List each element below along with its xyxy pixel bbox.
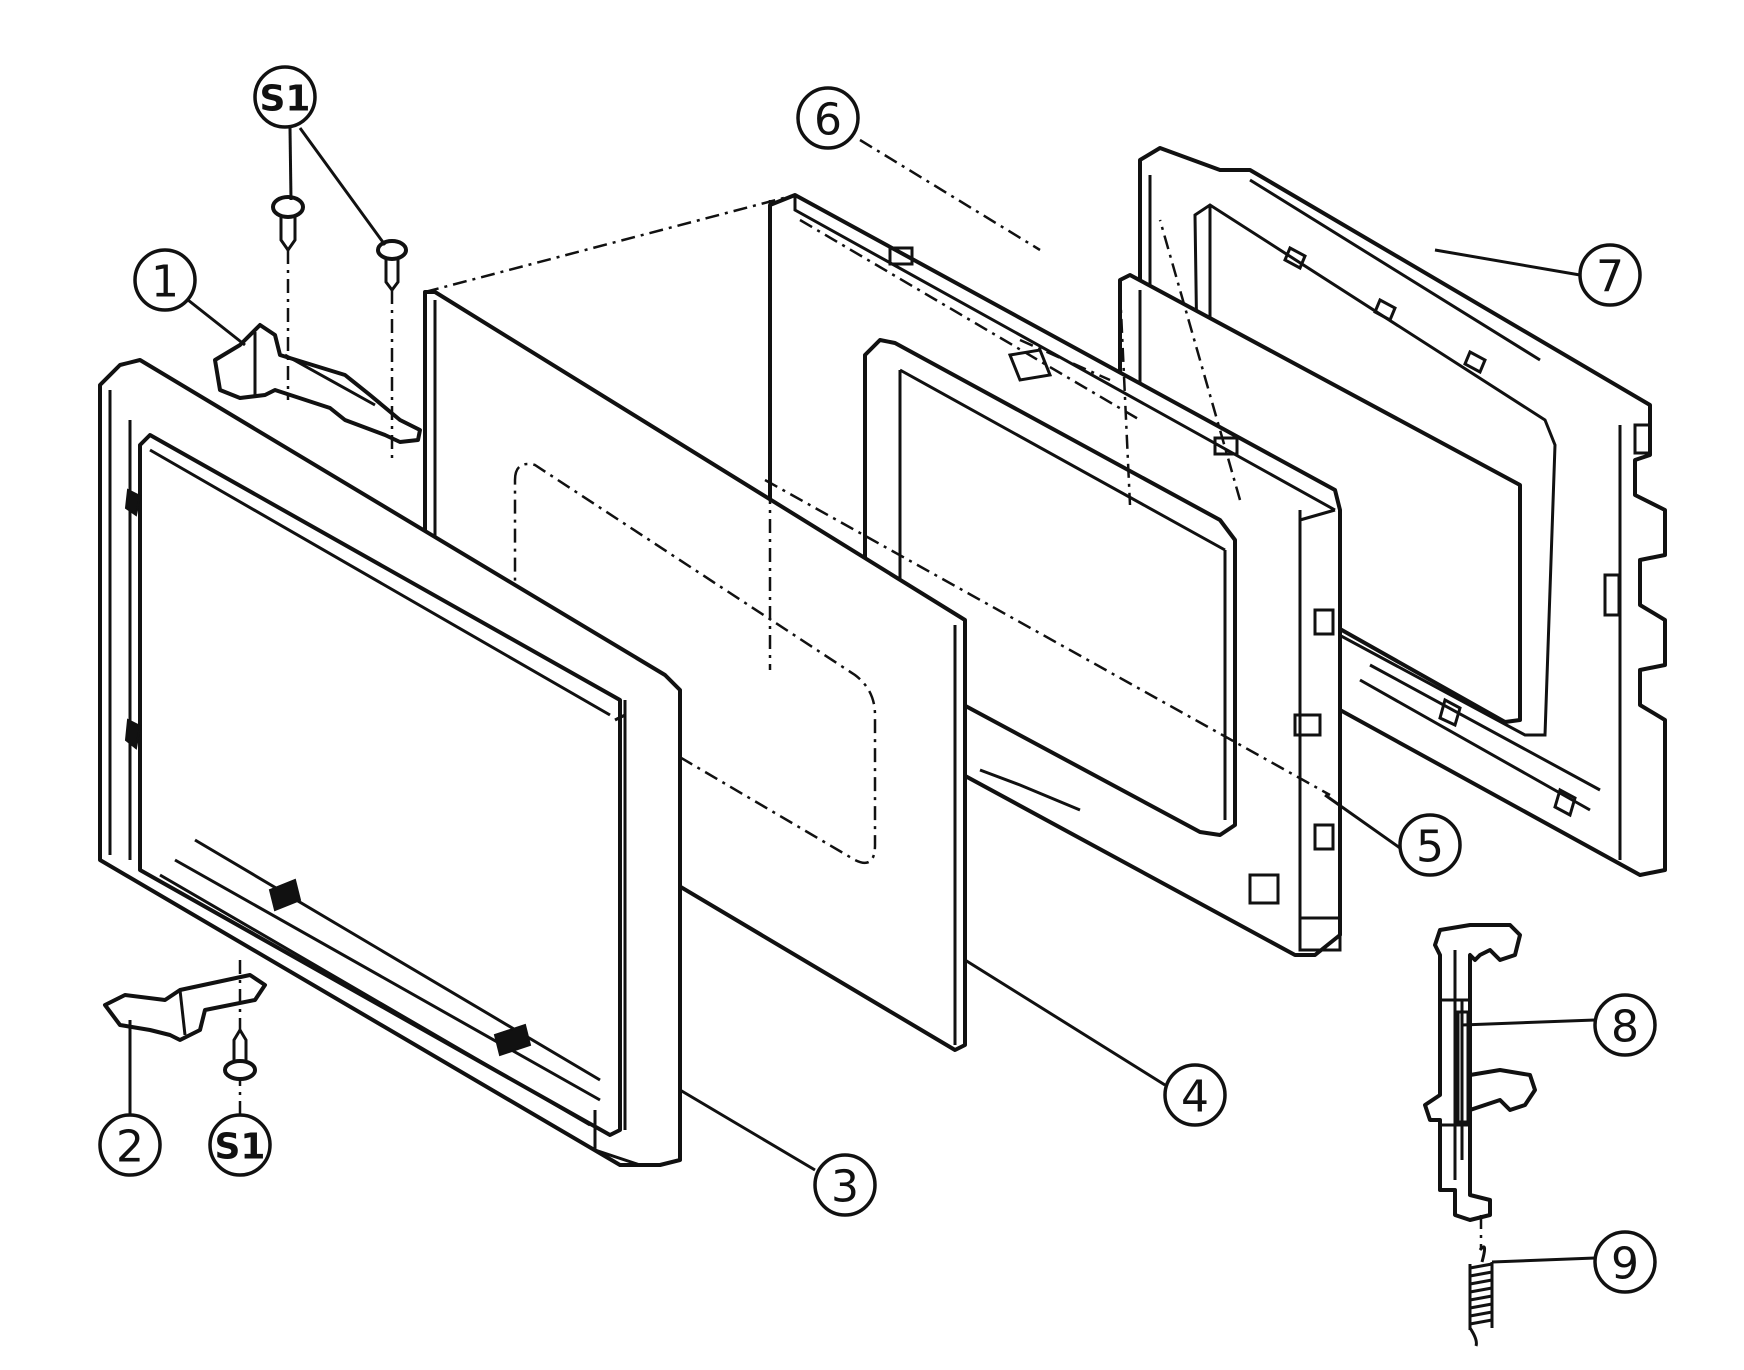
callout-3: 3 (813, 1153, 877, 1217)
callout-s1-bottom: S1 (208, 1113, 272, 1177)
callout-4: 4 (1163, 1063, 1227, 1127)
leader-lines (128, 127, 1596, 1264)
screw-s1-bottom (223, 960, 257, 1081)
svg-text:6: 6 (814, 95, 842, 146)
screw-s1-top-right (376, 239, 408, 460)
svg-text:5: 5 (1416, 822, 1444, 873)
callout-1: 1 (133, 248, 197, 312)
callout-6: 6 (796, 86, 860, 150)
svg-text:9: 9 (1611, 1239, 1639, 1290)
callout-2: 2 (98, 1113, 162, 1177)
callout-5: 5 (1398, 813, 1462, 877)
callout-9: 9 (1593, 1230, 1657, 1294)
part-9-spring (1468, 1215, 1494, 1347)
screw-s1-top-left (271, 195, 305, 400)
callout-s1-top: S1 (253, 65, 317, 129)
svg-text:S1: S1 (215, 1127, 266, 1168)
part-3-front-frame (98, 358, 682, 1167)
svg-text:4: 4 (1181, 1072, 1209, 1123)
svg-text:3: 3 (831, 1162, 859, 1213)
svg-text:2: 2 (116, 1122, 144, 1173)
callout-7: 7 (1578, 243, 1642, 307)
part-6-door-panel (768, 193, 1342, 957)
part-1-top-hinge (213, 323, 422, 444)
assembly-guide-lines (424, 193, 1331, 797)
svg-text:7: 7 (1596, 252, 1624, 303)
part-8-latch (1423, 923, 1537, 1222)
svg-text:S1: S1 (260, 79, 311, 120)
svg-text:8: 8 (1611, 1002, 1639, 1053)
part-2-bottom-hinge (103, 973, 267, 1042)
callout-8: 8 (1593, 993, 1657, 1057)
svg-text:1: 1 (151, 257, 179, 308)
